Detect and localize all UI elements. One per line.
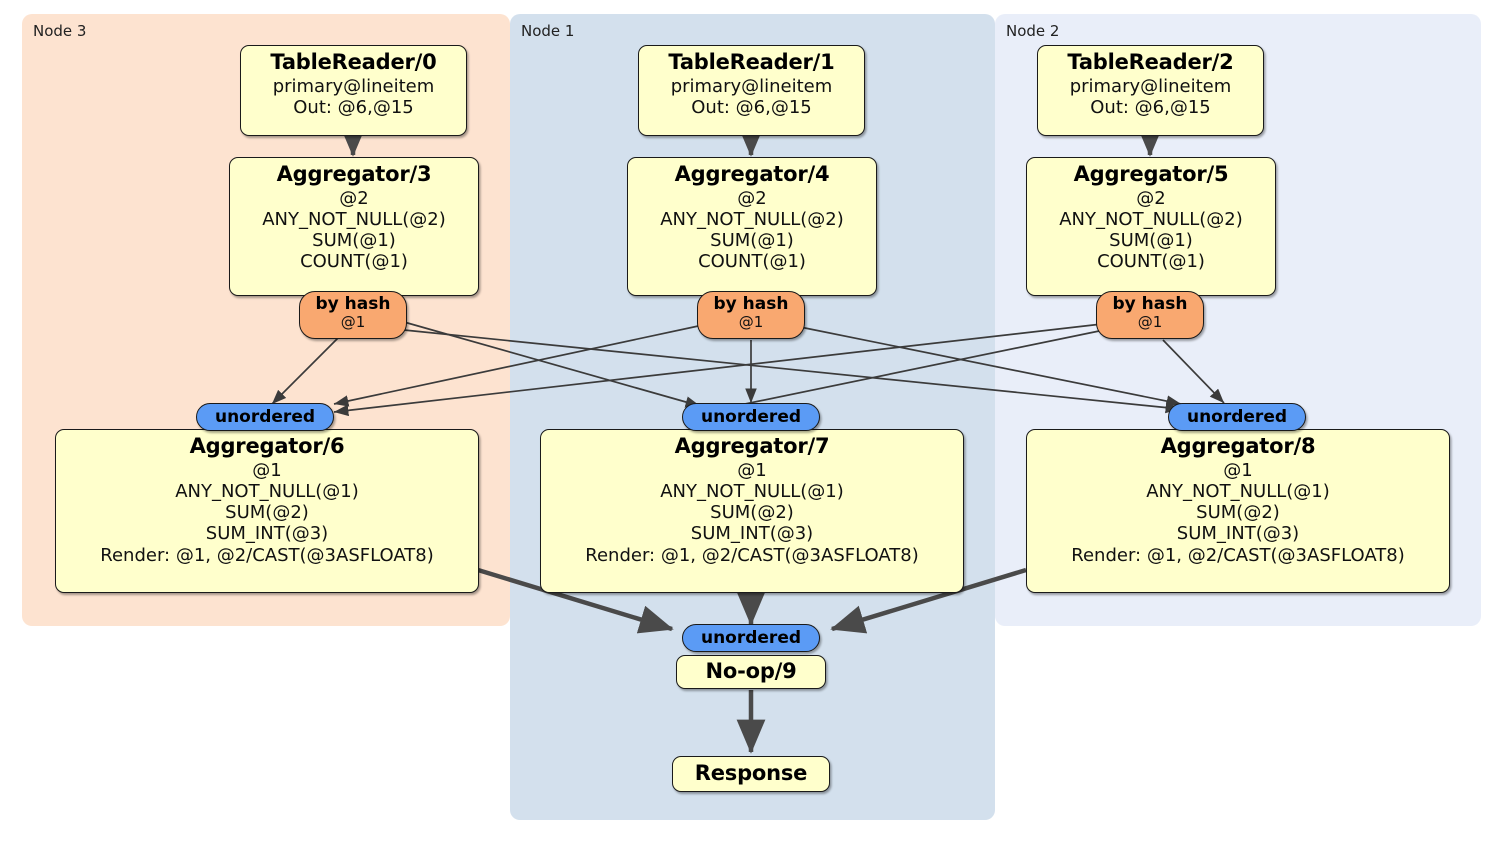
aggregator-4-title: Aggregator/4: [674, 162, 830, 186]
aggregator-6-agg-2: SUM(@2): [225, 502, 309, 524]
aggregator-4-group: @2: [737, 187, 767, 209]
hash-router-node-1-key: @1: [738, 312, 764, 331]
hash-router-node-3-key: @1: [340, 312, 366, 331]
no-op-9-box[interactable]: No-op/9: [676, 655, 826, 689]
aggregator-7-render: Render: @1, @2/CAST(@3ASFLOAT8): [585, 544, 919, 566]
aggregator-5-title: Aggregator/5: [1073, 162, 1229, 186]
unordered-receiver-node-1-label: unordered: [700, 406, 802, 427]
unordered-receiver-node-3-label: unordered: [214, 406, 316, 427]
unordered-receiver-node-1[interactable]: unordered: [682, 403, 820, 431]
hash-router-node-2-key: @1: [1137, 312, 1163, 331]
edge-reader-to-local-agg: [338, 122, 1165, 157]
aggregator-8-agg-1: ANY_NOT_NULL(@1): [1146, 481, 1330, 502]
aggregator-5-agg-3: COUNT(@1): [1097, 251, 1205, 273]
aggregator-8-group: @1: [1223, 459, 1253, 481]
table-reader-0-table: primary@lineitem: [272, 75, 435, 97]
table-reader-1-table: primary@lineitem: [670, 75, 833, 97]
hash-router-node-1-title: by hash: [713, 294, 789, 314]
aggregator-8-title: Aggregator/8: [1160, 434, 1316, 458]
table-reader-2-title: TableReader/2: [1067, 50, 1234, 74]
aggregator-8-box[interactable]: Aggregator/8 @1 ANY_NOT_NULL(@1) SUM(@2)…: [1026, 429, 1450, 593]
aggregator-3-agg-2: SUM(@1): [312, 230, 396, 252]
aggregator-6-group: @1: [252, 459, 282, 481]
aggregator-5-agg-2: SUM(@1): [1109, 230, 1193, 252]
table-reader-1-out: Out: @6,@15: [691, 97, 812, 118]
aggregator-6-agg-3: SUM_INT(@3): [205, 523, 329, 545]
aggregator-3-group: @2: [339, 187, 369, 209]
table-reader-1-title: TableReader/1: [668, 50, 835, 74]
aggregator-8-agg-3: SUM_INT(@3): [1176, 523, 1300, 545]
table-reader-0-title: TableReader/0: [270, 50, 437, 74]
aggregator-4-agg-2: SUM(@1): [710, 230, 794, 252]
hash-router-node-2[interactable]: by hash @1: [1096, 291, 1204, 339]
table-reader-0-out: Out: @6,@15: [293, 97, 414, 118]
unordered-receiver-final-label: unordered: [700, 627, 802, 648]
table-reader-2-table: primary@lineitem: [1069, 75, 1232, 97]
table-reader-1-box[interactable]: TableReader/1 primary@lineitem Out: @6,@…: [638, 45, 865, 136]
aggregator-3-agg-3: COUNT(@1): [300, 251, 408, 273]
hash-router-node-3[interactable]: by hash @1: [299, 291, 407, 339]
aggregator-3-agg-1: ANY_NOT_NULL(@2): [262, 209, 446, 230]
aggregator-7-agg-3: SUM_INT(@3): [690, 523, 814, 545]
unordered-receiver-node-2-label: unordered: [1186, 406, 1288, 427]
aggregator-5-group: @2: [1136, 187, 1166, 209]
response-title: Response: [694, 761, 808, 785]
aggregator-4-agg-3: COUNT(@1): [698, 251, 806, 273]
edge-final-agg-to-unordered: [477, 567, 1027, 634]
aggregator-8-render: Render: @1, @2/CAST(@3ASFLOAT8): [1071, 544, 1405, 566]
response-box[interactable]: Response: [672, 756, 830, 792]
aggregator-6-title: Aggregator/6: [189, 434, 345, 458]
hash-router-node-1[interactable]: by hash @1: [697, 291, 805, 339]
aggregator-3-title: Aggregator/3: [276, 162, 432, 186]
unordered-receiver-node-2[interactable]: unordered: [1168, 403, 1306, 431]
unordered-receiver-node-3[interactable]: unordered: [196, 403, 334, 431]
aggregator-7-agg-2: SUM(@2): [710, 502, 794, 524]
aggregator-7-agg-1: ANY_NOT_NULL(@1): [660, 481, 844, 502]
aggregator-7-box[interactable]: Aggregator/7 @1 ANY_NOT_NULL(@1) SUM(@2)…: [540, 429, 964, 593]
aggregator-4-box[interactable]: Aggregator/4 @2 ANY_NOT_NULL(@2) SUM(@1)…: [627, 157, 877, 296]
edge-hash-to-unordered: [271, 321, 1225, 417]
aggregator-5-box[interactable]: Aggregator/5 @2 ANY_NOT_NULL(@2) SUM(@1)…: [1026, 157, 1276, 296]
panel-label-node-3: Node 3: [33, 22, 87, 40]
aggregator-8-agg-2: SUM(@2): [1196, 502, 1280, 524]
table-reader-0-box[interactable]: TableReader/0 primary@lineitem Out: @6,@…: [240, 45, 467, 136]
aggregator-3-box[interactable]: Aggregator/3 @2 ANY_NOT_NULL(@2) SUM(@1)…: [229, 157, 479, 296]
panel-label-node-1: Node 1: [521, 22, 575, 40]
table-reader-2-box[interactable]: TableReader/2 primary@lineitem Out: @6,@…: [1037, 45, 1264, 136]
no-op-9-title: No-op/9: [705, 659, 797, 683]
aggregator-4-agg-1: ANY_NOT_NULL(@2): [660, 209, 844, 230]
panel-label-node-2: Node 2: [1006, 22, 1060, 40]
table-reader-2-out: Out: @6,@15: [1090, 97, 1211, 118]
unordered-receiver-final[interactable]: unordered: [682, 624, 820, 652]
aggregator-7-title: Aggregator/7: [674, 434, 830, 458]
aggregator-7-group: @1: [737, 459, 767, 481]
aggregator-6-agg-1: ANY_NOT_NULL(@1): [175, 481, 359, 502]
hash-router-node-2-title: by hash: [1112, 294, 1188, 314]
aggregator-6-box[interactable]: Aggregator/6 @1 ANY_NOT_NULL(@1) SUM(@2)…: [55, 429, 479, 593]
hash-router-node-3-title: by hash: [315, 294, 391, 314]
aggregator-6-render: Render: @1, @2/CAST(@3ASFLOAT8): [100, 544, 434, 566]
aggregator-5-agg-1: ANY_NOT_NULL(@2): [1059, 209, 1243, 230]
